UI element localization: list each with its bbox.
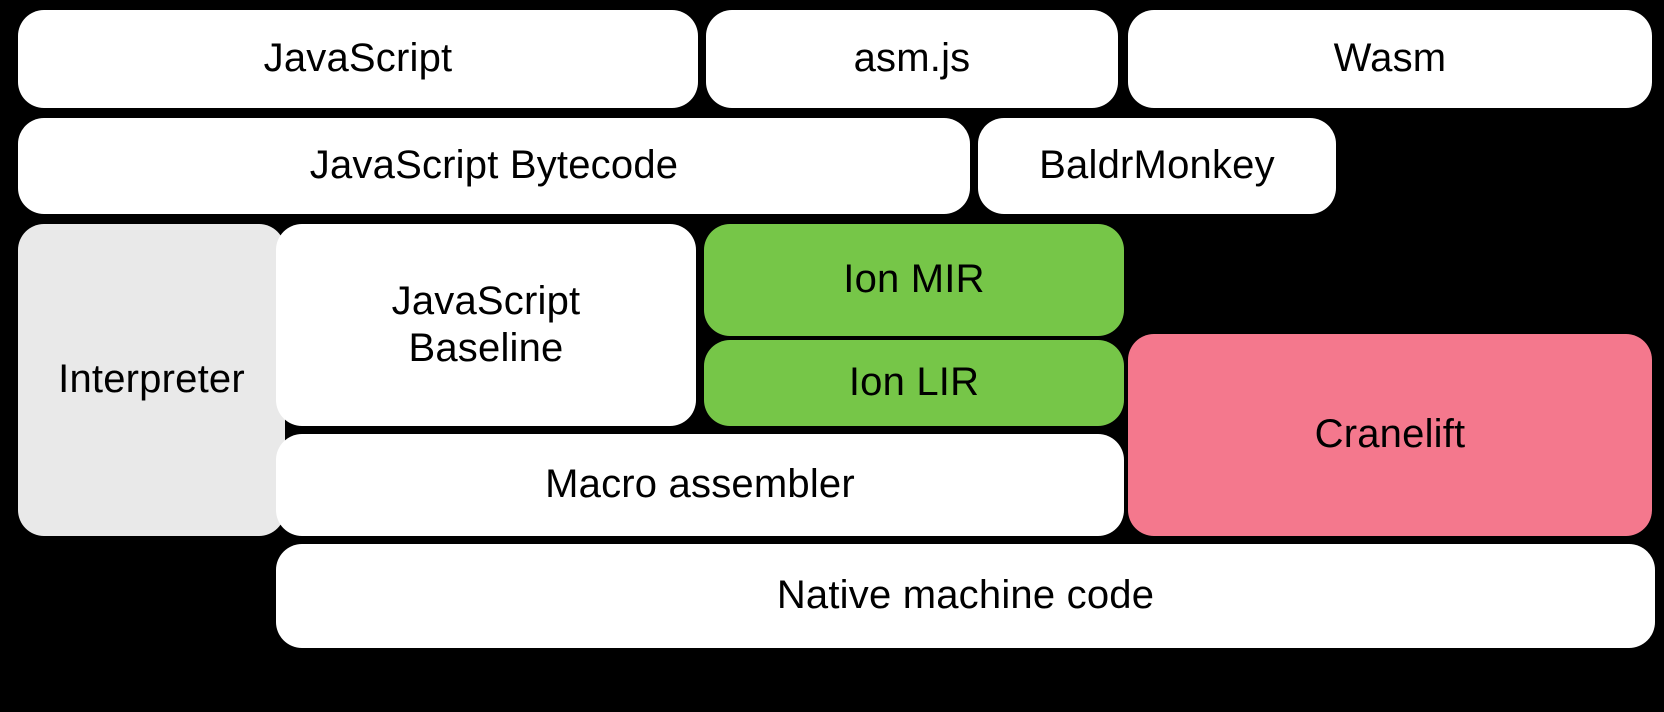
node-label-macro-assembler: Macro assembler <box>545 462 855 507</box>
node-wasm[interactable]: Wasm <box>1128 10 1652 108</box>
node-cranelift[interactable]: Cranelift <box>1128 334 1652 536</box>
node-macro-assembler[interactable]: Macro assembler <box>276 434 1124 536</box>
node-label-ion-mir: Ion MIR <box>843 257 985 302</box>
node-ion-mir[interactable]: Ion MIR <box>704 224 1124 336</box>
node-label-ion-lir: Ion LIR <box>848 360 980 405</box>
node-interpreter[interactable]: Interpreter <box>18 224 285 536</box>
node-label-native-machine-code: Native machine code <box>776 573 1155 618</box>
node-label-javascript-bytecode: JavaScript Bytecode <box>309 143 679 188</box>
node-javascript-baseline[interactable]: JavaScript Baseline <box>276 224 696 426</box>
node-label-baldrmonkey: BaldrMonkey <box>1039 143 1275 188</box>
node-label-javascript-baseline: JavaScript Baseline <box>391 278 581 370</box>
node-javascript-bytecode[interactable]: JavaScript Bytecode <box>18 118 970 214</box>
node-baldrmonkey[interactable]: BaldrMonkey <box>978 118 1336 214</box>
node-label-interpreter: Interpreter <box>58 357 245 402</box>
node-asmjs[interactable]: asm.js <box>706 10 1118 108</box>
node-native-machine-code[interactable]: Native machine code <box>276 544 1655 648</box>
node-ion-lir[interactable]: Ion LIR <box>704 340 1124 426</box>
node-label-wasm: Wasm <box>1333 36 1447 81</box>
node-label-asmjs: asm.js <box>853 36 971 81</box>
node-label-cranelift: Cranelift <box>1314 412 1466 457</box>
node-javascript[interactable]: JavaScript <box>18 10 698 108</box>
node-label-javascript: JavaScript <box>263 36 453 81</box>
